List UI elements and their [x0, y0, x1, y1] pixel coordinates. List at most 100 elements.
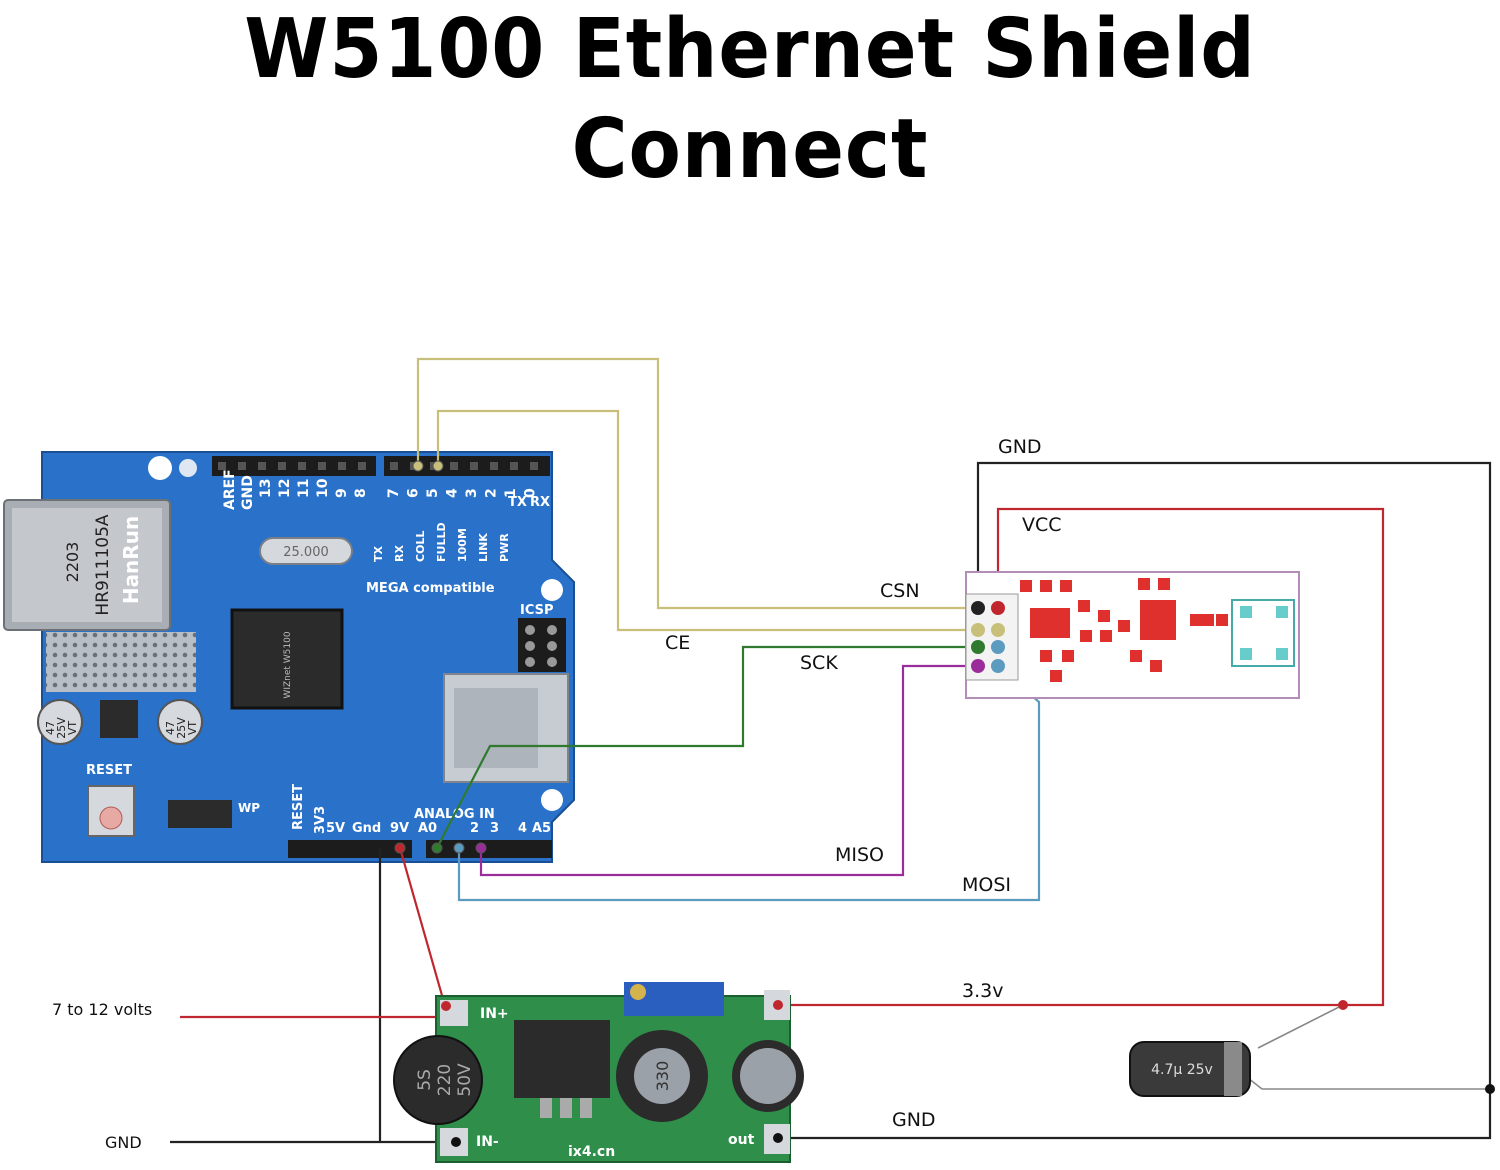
metal-shield — [46, 632, 196, 692]
mega-compatible-label: MEGA compatible — [366, 581, 495, 596]
in-plus-label: IN+ — [480, 1006, 509, 1022]
svg-text:220: 220 — [435, 1064, 455, 1096]
led-label: 100M — [456, 528, 469, 562]
digital-pin-label: 12 — [277, 479, 293, 498]
svg-text:25V: 25V — [175, 717, 188, 739]
svg-text:47: 47 — [44, 721, 57, 735]
digital-pin-label: 13 — [258, 479, 274, 498]
miso-label: MISO — [835, 844, 885, 866]
digital-pin-hole — [218, 462, 226, 470]
analog-pin-label: 3 — [490, 821, 499, 836]
digital-header — [212, 456, 550, 476]
gnd-bottom-wire — [778, 1089, 1492, 1140]
cap-pos-lead — [1257, 1004, 1344, 1049]
tx-label: TX — [508, 495, 527, 510]
analog-pin-label: 4 — [518, 821, 527, 836]
miso-wire — [479, 664, 978, 877]
digital-pin-label: 3 — [464, 488, 480, 498]
wp-label: WP — [238, 801, 260, 815]
svg-text:330: 330 — [653, 1061, 672, 1092]
input-voltage-label: 7 to 12 volts — [52, 1000, 153, 1019]
digital-pin-hole — [390, 462, 398, 470]
digital-pin-hole — [238, 462, 246, 470]
rj45-jack: HanRun HR911105A 2203 — [3, 499, 171, 631]
digital-pin-label: 2 — [484, 488, 500, 498]
crystal-label: 25.000 — [283, 545, 329, 560]
jack-model: HR911105A — [93, 514, 113, 615]
analog-header — [426, 840, 552, 858]
digital-pin-hole — [338, 462, 346, 470]
svg-text:47: 47 — [164, 721, 177, 735]
digital-pin-hole — [358, 462, 366, 470]
svg-text:50V: 50V — [455, 1063, 475, 1097]
digital-pin-hole — [278, 462, 286, 470]
digital-pin-label: 1 — [503, 488, 519, 498]
nrf24-module — [965, 571, 1300, 699]
digital-pin-label: 8 — [353, 488, 369, 498]
power-pin-label: RESET — [291, 784, 306, 830]
aref-label: AREF — [222, 469, 238, 510]
crystal — [259, 537, 353, 565]
icsp-header — [518, 618, 566, 672]
gnd-bottom-label: GND — [892, 1109, 936, 1131]
electrolytic-capacitor: 4.7µ 25v — [1129, 1041, 1251, 1097]
analog-pin-label: A0 — [418, 821, 437, 836]
analog-pin-label: A5 — [532, 821, 551, 836]
gnd-pin-label: GND — [240, 475, 256, 510]
led-label: PWR — [498, 533, 511, 562]
out-label: out — [728, 1132, 755, 1148]
in-minus-label: IN- — [476, 1134, 499, 1150]
jack-code: 2203 — [63, 542, 82, 583]
digital-pin-label: 4 — [445, 488, 461, 498]
power-pin-label: 9V — [390, 821, 409, 836]
digital-pin-hole — [258, 462, 266, 470]
diagram-title: W5100 Ethernet Shield Connect — [244, 2, 1256, 197]
sck-label: SCK — [800, 652, 838, 674]
digital-pin-hole — [490, 462, 498, 470]
ce-wire — [436, 409, 972, 632]
digital-pin-hole — [450, 462, 458, 470]
icsp-label: ICSP — [520, 603, 554, 618]
digital-pin-label: 7 — [386, 488, 402, 498]
reset-label: RESET — [86, 763, 132, 778]
analog-pin-label: 2 — [470, 821, 479, 836]
led-label: RX — [393, 545, 406, 562]
shield-pin-markers — [394, 460, 487, 854]
power-pin-label: Gnd — [352, 821, 381, 836]
gnd-junction — [1485, 1084, 1495, 1094]
led-label: TX — [372, 545, 385, 562]
power-pin-label: 3V3 — [313, 806, 328, 834]
chip-label: WIZnet W5100 — [283, 631, 293, 698]
digital-pin-label: 11 — [296, 479, 312, 498]
site-label: ix4.cn — [568, 1144, 615, 1160]
svg-text:VT: VT — [186, 721, 199, 736]
digital-pin-hole — [318, 462, 326, 470]
digital-pin-hole — [470, 462, 478, 470]
gnd-top-label: GND — [998, 436, 1042, 458]
sck-wire — [436, 645, 978, 849]
v33-label: 3.3v — [962, 980, 1004, 1002]
shield-capacitor-left: 47 25V VT — [37, 699, 83, 745]
power-header — [288, 840, 412, 858]
capacitor-label: 4.7µ 25v — [1151, 1062, 1213, 1078]
w5100-chip — [230, 608, 344, 710]
svg-text:VT: VT — [66, 721, 79, 736]
csn-wire — [416, 357, 972, 610]
jack-brand: HanRun — [119, 516, 143, 604]
vin-wire — [398, 847, 447, 1007]
led-label: FULLD — [435, 522, 448, 562]
digital-pin-label: 0 — [523, 488, 539, 498]
cap-neg-lead — [1247, 1077, 1490, 1090]
ce-label: CE — [665, 632, 691, 654]
digital-pin-hole — [510, 462, 518, 470]
digital-pin-label: 10 — [315, 478, 331, 498]
digital-pin-label: 9 — [334, 488, 350, 498]
digital-pin-hole — [298, 462, 306, 470]
shield-ic-small — [168, 800, 232, 828]
reset-button[interactable] — [87, 785, 135, 837]
vcc-junction — [1338, 1000, 1348, 1010]
mosi-label: MOSI — [962, 874, 1012, 896]
power-pin-label: 5V — [326, 821, 345, 836]
